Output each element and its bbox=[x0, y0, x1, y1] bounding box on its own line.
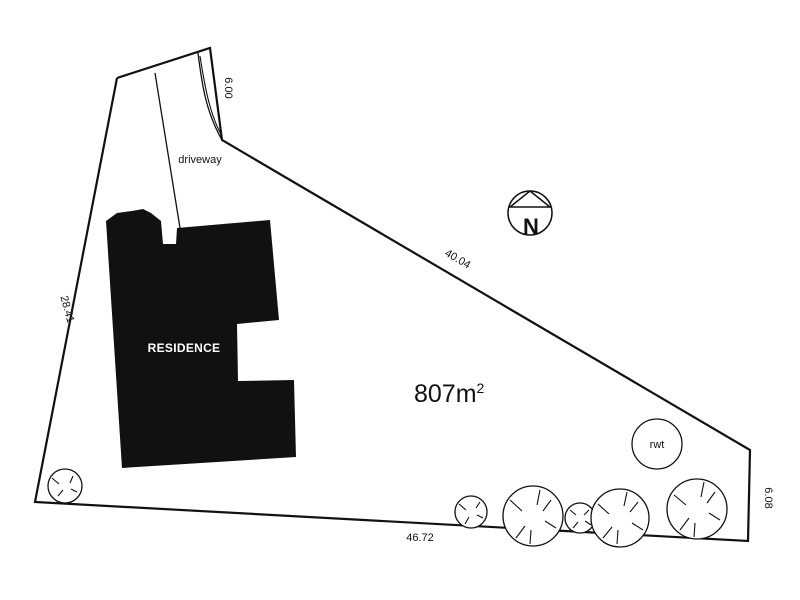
tree-icon-south-1 bbox=[454, 495, 488, 529]
north-arrow-icon: N bbox=[507, 190, 553, 239]
driveway bbox=[154, 52, 223, 229]
site-area-value: 807m bbox=[414, 380, 477, 408]
tree-icon-west bbox=[47, 468, 83, 504]
driveway-label: driveway bbox=[178, 154, 222, 166]
tree-icon-south-2 bbox=[502, 485, 564, 547]
dimension-label-northeast-edge: 40.04 bbox=[443, 247, 473, 271]
property-boundary bbox=[33, 46, 752, 543]
dimension-label-south-edge: 46.72 bbox=[406, 532, 434, 544]
tree-icon-south-4 bbox=[590, 488, 650, 548]
tree-icon-south-5 bbox=[666, 478, 728, 540]
dimension-label-east-edge: 6.08 bbox=[762, 487, 774, 508]
tree-icon-south-3 bbox=[564, 502, 596, 534]
site-area-label: 807m2 bbox=[414, 380, 485, 408]
rainwater-tank: rwt bbox=[631, 418, 683, 470]
site-area-superscript: 2 bbox=[477, 380, 485, 396]
residence-label: RESIDENCE bbox=[148, 341, 221, 355]
rainwater-tank-label: rwt bbox=[650, 439, 665, 451]
north-arrow-letter: N bbox=[523, 214, 539, 239]
dimension-label-north-edge: 6.00 bbox=[222, 77, 234, 98]
residence-footprint bbox=[106, 209, 296, 468]
